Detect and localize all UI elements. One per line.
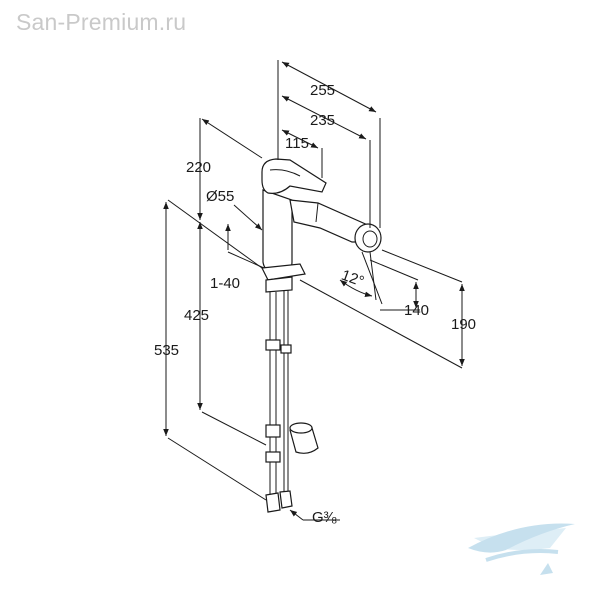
faucet-body	[261, 158, 382, 513]
dimension-thread-g38: G³⁄₈	[312, 509, 337, 526]
dimension-220: 220	[186, 159, 211, 176]
dimension-diameter-55: Ø55	[206, 188, 234, 205]
dimension-255: 255	[310, 82, 335, 99]
dimension-535: 535	[154, 342, 179, 359]
dimension-angle-12: 12°	[339, 267, 366, 291]
dimension-190: 190	[451, 316, 476, 333]
boat-wave-logo-icon	[468, 523, 575, 575]
dimension-lines	[163, 60, 465, 521]
dimension-140: 140	[404, 302, 429, 319]
dimension-235: 235	[310, 112, 335, 129]
watermark-text: San-Premium.ru	[16, 9, 187, 35]
dimension-1-40: 1-40	[210, 275, 240, 292]
dimension-425: 425	[184, 307, 209, 324]
dimension-115: 115	[285, 135, 309, 152]
